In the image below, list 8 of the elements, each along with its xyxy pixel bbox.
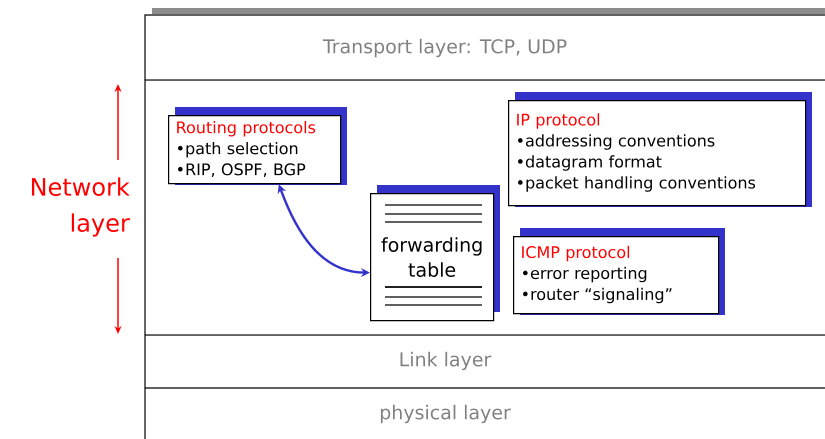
protocol-box: Routing protocols •path selection •RIP, OSPF, BGP [168,107,347,185]
layer-band: Transport layer: TCP, UDP [144,14,825,80]
layer-band: physical layer [144,387,825,439]
layer-band: Link layer [144,334,825,388]
protocol-box: IP protocol •addressing conventions •datagram format •packet handling conventions [508,92,812,207]
node-text: Network layer [32,177,130,237]
protocol-box: ICMP protocol •error reporting •router “signaling” [513,228,725,315]
table-document: forwarding table [370,185,500,322]
